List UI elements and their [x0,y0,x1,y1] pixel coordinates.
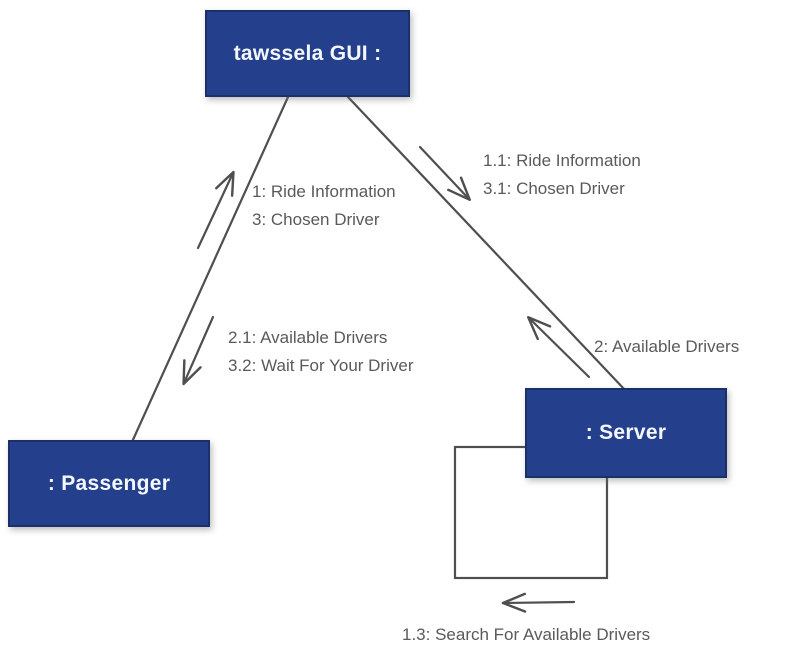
node-tawssela-gui: tawssela GUI : [205,10,410,97]
message-line: 1.3: Search For Available Drivers [402,625,651,644]
message-line: 3.1: Chosen Driver [483,179,625,198]
message-line: 3.2: Wait For Your Driver [228,356,414,375]
node-server-label: : Server [585,421,667,444]
edge-gui-server [346,95,627,392]
arrow-gui-to-passenger-icon [182,315,215,386]
node-server: : Server [525,388,727,478]
message-server-self-loop: 1.3: Search For Available Drivers [402,621,650,649]
message-gui-to-passenger: 2.1: Available Drivers 3.2: Wait For You… [228,324,414,380]
message-gui-to-server: 1.1: Ride Information 3.1: Chosen Driver [483,147,641,203]
message-line: 3: Chosen Driver [252,210,380,229]
node-passenger-label: : Passenger [47,471,171,495]
message-line: 1: Ride Information [252,182,396,201]
node-passenger: : Passenger [8,440,210,527]
message-line: 2: Available Drivers [594,337,740,356]
arrow-self-loop-icon [501,592,576,613]
arrow-server-to-gui-icon [527,316,591,379]
edge-gui-passenger [130,95,290,444]
message-line: 1.1: Ride Information [483,151,641,170]
message-line: 2.1: Available Drivers [228,328,388,347]
arrow-passenger-to-gui-icon [196,170,235,250]
message-server-to-gui: 2: Available Drivers [594,333,739,361]
arrow-gui-to-server-icon [418,145,471,202]
node-tawssela-gui-label: tawssela GUI : [233,41,382,65]
message-passenger-to-gui: 1: Ride Information 3: Chosen Driver [252,178,396,234]
